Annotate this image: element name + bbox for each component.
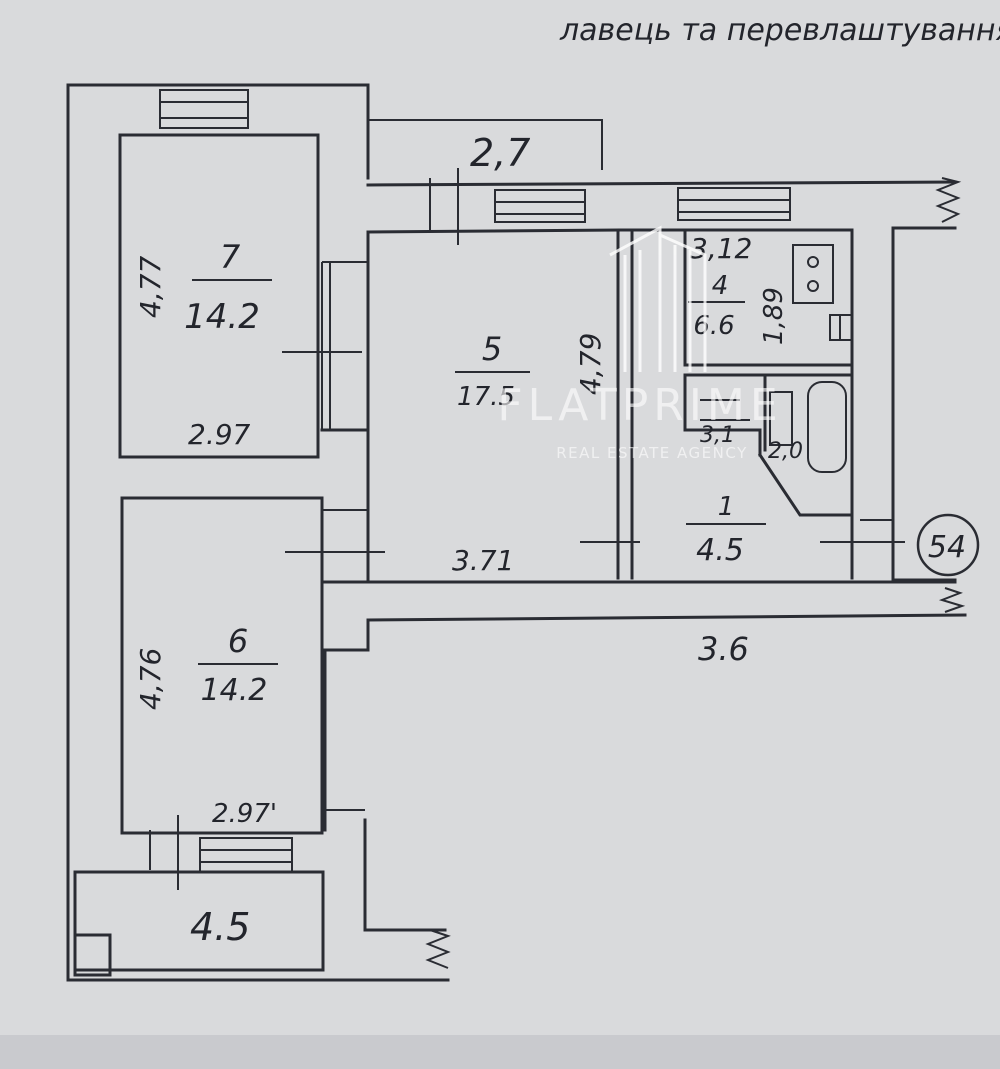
room-7-area: 14.2: [184, 297, 260, 337]
top-outer-wall: [66, 83, 370, 180]
room-7-number: 7: [220, 238, 241, 276]
window-living-frame: [494, 189, 586, 223]
dimension-lines: [368, 119, 603, 170]
bath-diagonal-wall: [757, 452, 854, 517]
break-mark-top-right: [935, 177, 962, 223]
room-4-area: 6.6: [693, 311, 734, 341]
room-1-area: 4.5: [696, 533, 744, 568]
dim-bedroom7-side: 4,77: [134, 255, 167, 318]
door-tick-room7: [282, 262, 362, 430]
burner-icon: [807, 256, 819, 268]
apartment-number-circle: [916, 513, 980, 577]
right-outer-wall: [891, 226, 957, 582]
break-marks: [425, 177, 966, 969]
break-mark-bottom: [425, 929, 451, 969]
walls: [66, 83, 967, 982]
room-7-outline: [118, 133, 320, 459]
top-right-outer-wall: [366, 180, 957, 187]
room-7-label: 7 14.2: [184, 238, 272, 337]
apartment-number: 54: [928, 530, 966, 565]
burner-icon-2: [807, 280, 819, 292]
apartment-number-badge: 54: [916, 513, 980, 577]
dim-balcony: 4.5: [190, 905, 250, 949]
window-kitchen: [677, 187, 791, 221]
dim-bath-b: 2,0: [768, 439, 803, 464]
watermark-name: FLATPRIME: [497, 380, 782, 431]
windows: [159, 89, 791, 873]
window-kitchen-frame: [677, 187, 791, 221]
watermark: FLATPRIME REAL ESTATE AGENCY: [497, 225, 782, 462]
paper-bottom-edge: [0, 1035, 1000, 1069]
wc-wall: [683, 373, 762, 457]
break-mark-right: [938, 587, 966, 613]
dim-living-side: 4,79: [574, 333, 607, 395]
room-5-label: 5 17.5: [455, 330, 530, 412]
room-6-label: 6 14.2: [198, 622, 278, 708]
header-text: лавець та перевлаштування площа: [559, 13, 1000, 48]
window-room6-frame: [199, 837, 293, 873]
window-room7-frame: [159, 89, 249, 129]
dim-bedroom7-bottom: 2.97: [188, 418, 251, 451]
dim-kitchen-top: 3,12: [690, 232, 752, 265]
sink-icon: [829, 314, 853, 341]
dim-living-bottom: 3.71: [452, 544, 514, 577]
room-4-number: 4: [712, 271, 729, 301]
dim-top-width: 2,7: [470, 131, 530, 175]
room-1-number: 1: [718, 492, 735, 522]
door-tick-hall: [820, 519, 905, 543]
balcony-door-ticks: [149, 815, 179, 890]
top-inner-wall: [366, 228, 854, 234]
lower-outer-wall: [366, 613, 967, 622]
window-living: [494, 189, 586, 223]
window-room6: [199, 837, 293, 873]
washbasin-icon: [769, 391, 793, 446]
door-marks: [149, 168, 905, 890]
stove-icon: [792, 244, 834, 304]
wall-notch: [323, 618, 370, 652]
room-5-number: 5: [482, 330, 502, 368]
room-6-area: 14.2: [201, 673, 268, 708]
top-wall-ticks: [429, 168, 459, 245]
dim-bedroom6-bottom: 2.97': [212, 799, 277, 829]
lower-right-wall: [363, 818, 447, 932]
dim-bath-a: 3,1: [700, 423, 735, 448]
dim-bedroom6-side: 4,76: [134, 648, 167, 710]
door-room6: [285, 509, 385, 553]
dim-bottom-right: 3.6: [698, 630, 749, 668]
building-logo-icon: [609, 225, 707, 372]
room-6-number: 6: [228, 622, 248, 660]
room-6-outline: [120, 496, 324, 835]
toilet-icon: [700, 399, 750, 421]
dimension-labels: 2,7 3,12 1,89 4,79 3.71 3,1 2,0 4,77 2.9…: [134, 131, 803, 949]
dim-kitchen-side: 1,89: [759, 287, 789, 345]
window-room7: [159, 89, 249, 129]
bathtub-icon: [807, 381, 847, 473]
dim-line-top: [368, 119, 603, 170]
fixtures: [700, 244, 853, 473]
balcony-corner: [73, 933, 112, 977]
room-4-label: 4 6.6: [688, 271, 745, 341]
room-1-label: 1 4.5: [686, 492, 766, 568]
left-outer-wall: [66, 83, 450, 982]
room-5-area: 17.5: [457, 382, 515, 412]
room-labels: 7 14.2 6 14.2 5 17.5 4 6.6 1 4.5: [184, 238, 766, 708]
watermark-tagline: REAL ESTATE AGENCY: [556, 444, 747, 462]
